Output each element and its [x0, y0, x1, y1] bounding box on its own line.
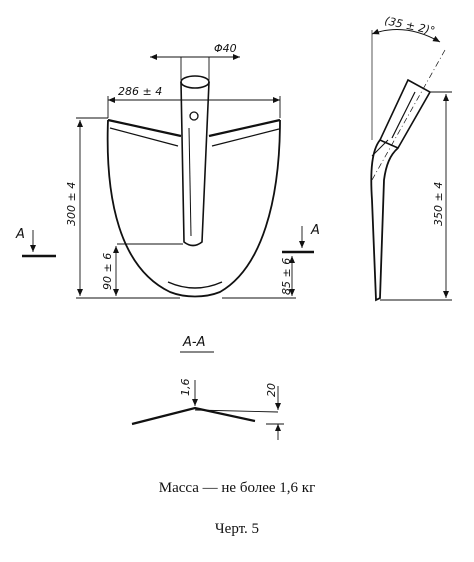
- diameter-dimension: Φ40: [150, 42, 240, 80]
- side-height-label: 350 ± 4: [432, 182, 445, 226]
- diameter-label: Φ40: [214, 42, 237, 55]
- side-lower-label: 85 ± 6: [280, 258, 293, 295]
- width-dimension: 286 ± 4: [107, 85, 281, 118]
- side-lower-dimension: 85 ± 6: [222, 256, 296, 299]
- spade-front-view: [106, 75, 281, 298]
- section-view: А-А 1,6 20: [131, 335, 284, 440]
- section-mark-right: А: [282, 223, 320, 254]
- lower-height-dimension: 90 ± 6: [101, 246, 119, 296]
- section-letter-right: А: [310, 223, 320, 238]
- height-dimension: 300 ± 4: [65, 117, 180, 299]
- figure-caption: Черт. 5: [214, 521, 260, 537]
- section-depth-label: 20: [265, 383, 278, 397]
- technical-drawing: Φ40 286 ± 4 300 ± 4 90 ± 6 А А 85 ± 6: [15, 14, 452, 440]
- spade-side-view: [370, 49, 446, 302]
- section-letter-left: А: [15, 227, 25, 242]
- mass-note: Масса — не более 1,6 кг: [158, 480, 316, 496]
- side-height-dimension: 350 ± 4: [380, 91, 452, 301]
- section-mark-left: А: [15, 227, 56, 258]
- section-title: А-А: [182, 335, 205, 350]
- height-label: 300 ± 4: [65, 182, 78, 226]
- width-label: 286 ± 4: [118, 85, 162, 98]
- section-thickness-label: 1,6: [179, 379, 192, 397]
- rivet-hole: [189, 111, 199, 121]
- lower-height-label: 90 ± 6: [101, 253, 114, 290]
- angle-label: (35 ± 2)°: [383, 14, 436, 37]
